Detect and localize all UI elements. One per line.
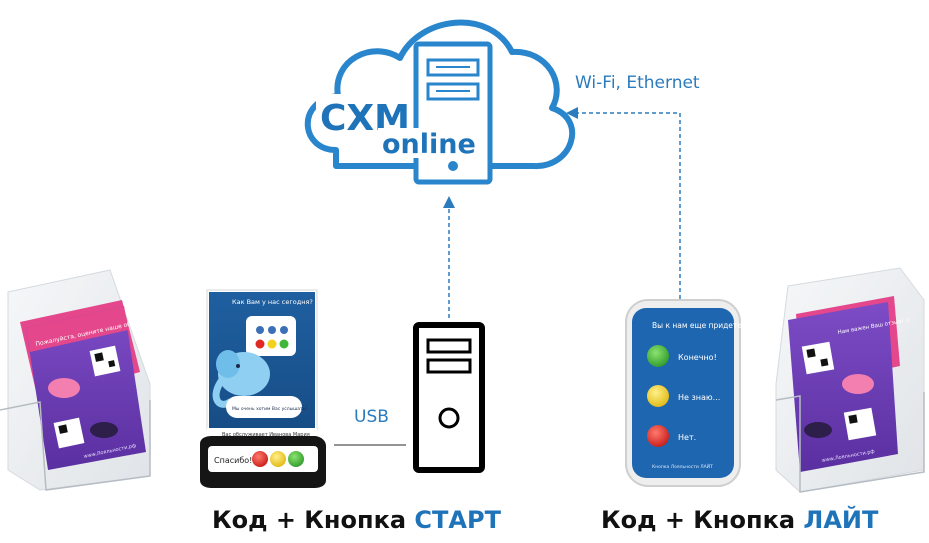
caption-lite-prefix: Код + Кнопка [601,506,796,534]
whale-icon [842,374,874,394]
left-leaflet-stand: Пожалуйста, оцените наше обслуживание :)… [0,269,176,491]
whale-icon [48,378,80,398]
caption-lite: Код + Кнопка ЛАЙТ [601,506,878,534]
caption-start-prefix: Код + Кнопка [212,506,407,534]
logo-online: online [382,129,476,160]
caption-start: Код + Кнопка СТАРТ [212,506,501,534]
lite-question: Вы к нам еще придете? [652,321,746,330]
start-thanks-text: Спасибо! [214,456,252,465]
server-slot-top [426,58,480,77]
cloud-server-icon: CXM online [304,19,576,185]
lite-option-no: Нет. [678,433,696,442]
qr-code-icon [801,341,835,375]
connector-lite-to-cloud [566,107,681,306]
server-slot-bottom [426,82,480,101]
qr-code-icon [89,345,121,377]
red-rating-button[interactable] [252,451,268,467]
rating-card [246,316,296,356]
lite-option-maybe: Не знаю... [678,393,720,402]
wifi-ethernet-label: Wi-Fi, Ethernet [575,73,700,93]
lite-footer: Кнопка Лояльности ЛАЙТ [652,463,713,470]
speech-bubble [226,396,302,418]
right-leaflet-stand: Нам важен Ваш отзыв! :) www.Лояльности.р… [775,267,925,493]
yellow-rating-button[interactable] [270,451,286,467]
whale-icon [90,422,118,438]
lite-smile-green-button[interactable] [647,345,669,367]
lite-button-device: Вы к нам еще придете? Конечно! Не знаю..… [625,299,746,487]
qr-code-icon [53,417,85,449]
whale-icon [804,422,832,438]
qr-code-icon [843,407,877,441]
usb-label: USB [354,407,389,427]
start-staff-text: Вас обслуживает Иванова Мария [222,432,310,438]
lite-option-yes: Конечно! [678,353,717,362]
caption-lite-accent: ЛАЙТ [803,506,879,534]
lite-smile-red-button[interactable] [647,425,669,447]
caption-start-accent: СТАРТ [414,506,501,534]
server-power-dot [448,161,458,171]
green-rating-button[interactable] [288,451,304,467]
start-screen-title: Как Вам у нас сегодня? [232,298,313,306]
start-button-device: Как Вам у нас сегодня? Мы очень хотим Ва… [200,289,326,488]
start-bubble-text: Мы очень хотим Вас услышать! [232,406,307,412]
computer-tower-icon [413,322,485,473]
lite-smile-yellow-button[interactable] [647,385,669,407]
